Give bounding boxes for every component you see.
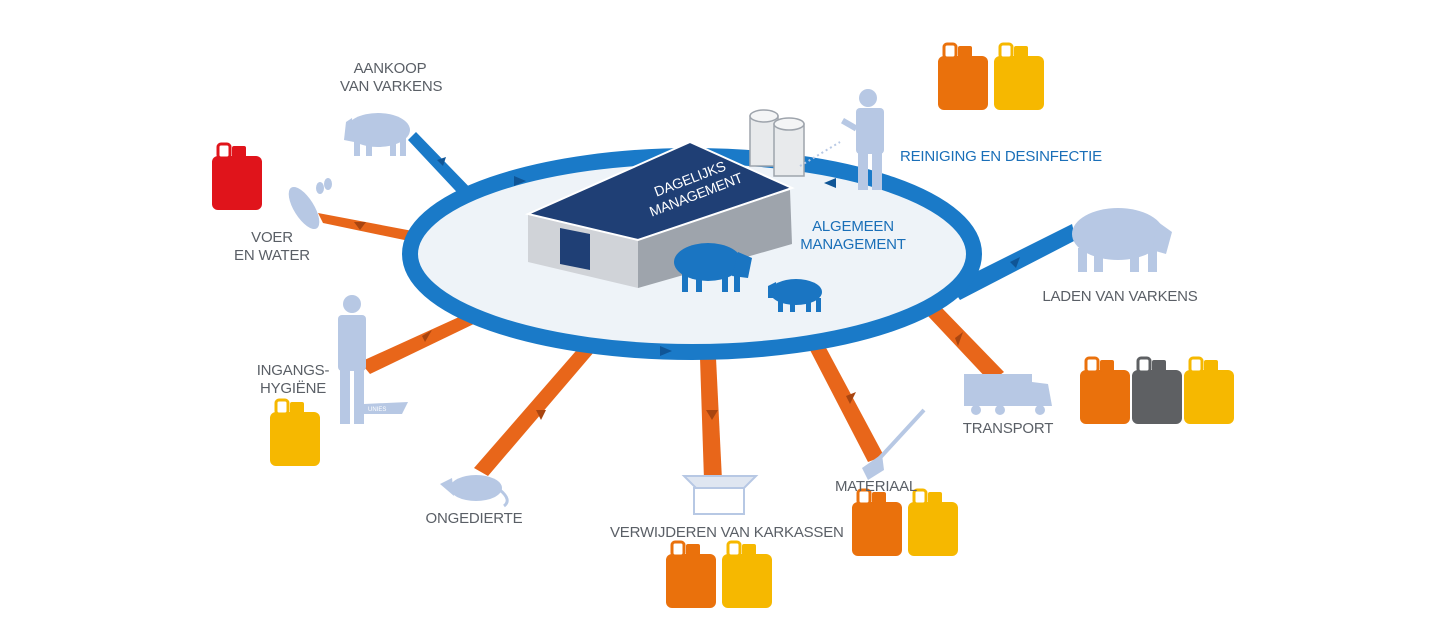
truck-icon [964,374,1052,415]
orange-arrows [318,213,1004,480]
pig-laden-icon [1072,208,1172,272]
canister-voer-red [212,142,262,210]
barn-roof [524,140,795,242]
pig-dark-small-icon [768,279,822,312]
canister-transport-yellow [1184,356,1234,424]
canister-reiniging-orange [938,42,988,110]
person-reiniging-icon [799,89,884,190]
label-aankoop: AANKOOP VAN VARKENS [340,60,443,95]
rat-icon [440,475,509,508]
mat-brand-text: UNIES [368,407,386,413]
label-karkassen: VERWIJDEREN VAN KARKASSEN [610,524,844,541]
canister-transport-orange [1080,356,1130,424]
label-ongedierte: ONGEDIERTE [425,510,523,527]
canister-karkassen-yellow [722,540,772,608]
corn-and-water-icon [288,178,332,230]
pig-dark-large-icon [674,243,752,292]
label-materiaal: MATERIAAL [834,478,918,495]
arrow-ingangs [360,312,478,374]
canister-reiniging-yellow [994,42,1044,110]
arrow-transport [928,306,1004,382]
carcass-bin-icon [681,475,759,515]
arrow-karkassen [700,358,722,480]
label-reiniging: REINIGING EN DESINFECTIE [900,148,1102,165]
label-voer: VOER EN WATER [234,229,310,264]
arrow-voer [318,213,418,242]
label-algemeen: ALGEMEEN MANAGEMENT [800,218,906,253]
label-laden: LADEN VAN VARKENS [1042,288,1198,305]
canister-materiaal-yellow [908,488,958,556]
shovel-icon [862,408,926,480]
person-ingangs-icon [338,295,408,424]
canister-ingangs-yellow [270,398,320,466]
blue-arrows [408,132,1076,300]
label-transport: TRANSPORT [962,420,1054,437]
arrow-ongedierte [474,344,594,476]
ring-arrowheads [514,176,836,356]
pig-aankoop-icon [344,113,410,156]
canister-transport-grey [1132,356,1182,424]
canister-karkassen-orange [666,540,716,608]
label-ingangs: INGANGS- HYGIËNE [256,362,330,397]
arrow-aankoop [408,132,478,204]
arrow-materiaal [810,344,884,462]
canister-materiaal-orange [852,488,902,556]
